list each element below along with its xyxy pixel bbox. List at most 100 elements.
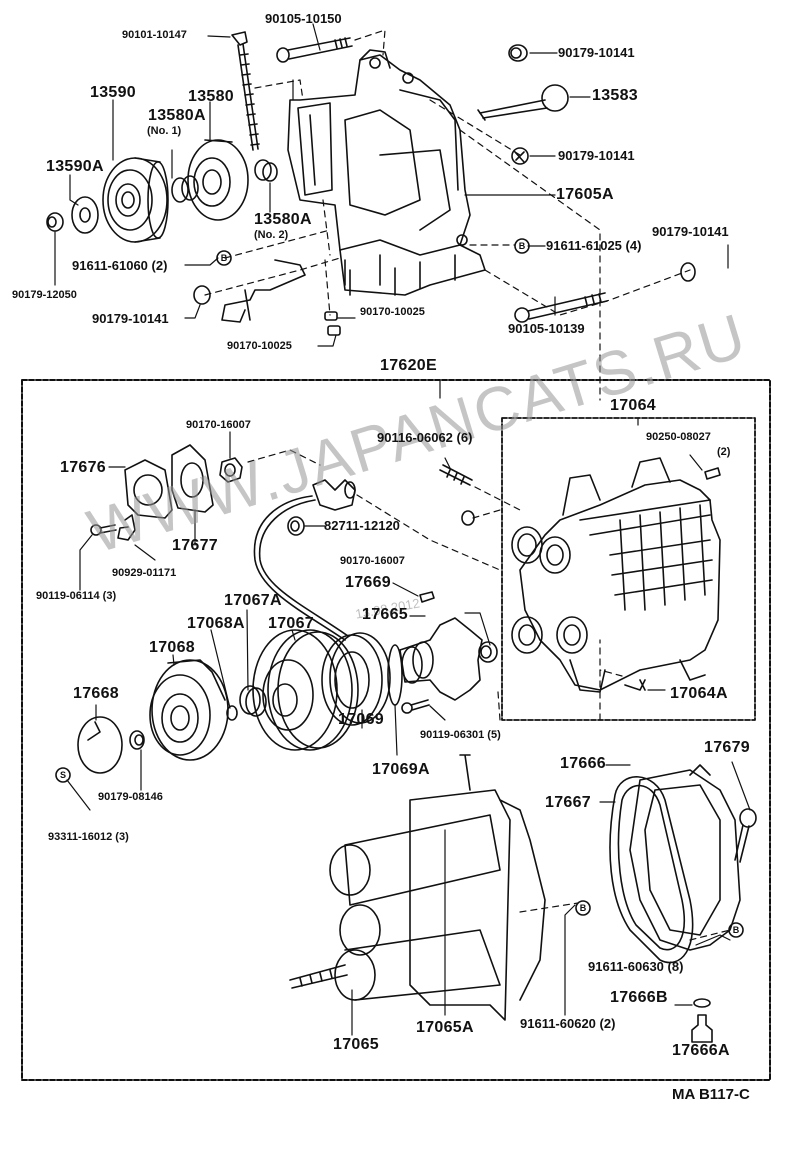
label-90170-16007-mid: 90170-16007 (340, 555, 405, 567)
spacer-13580a-no2 (254, 159, 278, 182)
plug-17666a (691, 1014, 713, 1043)
callout-b-3: B (580, 903, 587, 913)
label-17069a: 17069A (372, 761, 430, 778)
bolt-13583 (477, 84, 569, 121)
coil-17069 (321, 632, 391, 726)
label-90116-06062: 90116-06062 (6) (377, 430, 473, 445)
clamp-90929-01171 (117, 514, 136, 541)
nut-90170-16007-top (219, 457, 243, 483)
screw-90119-06301 (401, 699, 430, 714)
label-91611-61060: 91611-61060 (2) (72, 258, 168, 273)
nut-90179-08146 (129, 730, 145, 750)
label-17668: 17668 (73, 685, 119, 702)
label-90179-10141-top: 90179-10141 (558, 45, 635, 60)
front-housing-17665 (399, 617, 483, 701)
label-90170-10025-b: 90170-10025 (227, 340, 292, 352)
cap-17668 (77, 716, 123, 774)
nut-90179-10141-mid (511, 147, 529, 165)
label-90170-16007-top: 90170-16007 (186, 419, 251, 431)
label-17068: 17068 (149, 639, 195, 656)
label-17068a: 17068A (187, 615, 245, 632)
gear-cover-17666 (629, 764, 741, 951)
label-13580a-no2: 13580A (254, 211, 312, 228)
assembly-box-17064 (501, 417, 756, 721)
nut-90179-12050 (46, 212, 64, 232)
label-13580a-no2-note: (No. 2) (254, 229, 289, 241)
label-13590: 13590 (90, 84, 136, 101)
wire-harness (253, 479, 356, 641)
assembly-lines-inner (247, 449, 731, 941)
leader-lines (54, 23, 751, 1043)
label-17669: 17669 (345, 574, 391, 591)
bolt-90105-10139 (514, 292, 608, 323)
housing-17064 (511, 457, 721, 693)
label-13580a-no1-note: (No. 1) (147, 125, 182, 137)
screw-90119-06114 (90, 524, 117, 536)
gasket-17666b (693, 998, 711, 1008)
label-17067a: 17067A (224, 592, 282, 609)
label-93311-16012: 93311-16012 (3) (48, 831, 129, 843)
callout-b-4: B (733, 925, 740, 935)
label-90105-10150: 90105-10150 (265, 11, 342, 26)
label-91611-60630: 91611-60630 (8) (588, 959, 684, 974)
label-90105-10139: 90105-10139 (508, 321, 585, 336)
label-17677: 17677 (172, 537, 218, 554)
label-90101-10147: 90101-10147 (122, 29, 187, 41)
gasket-17677 (171, 444, 214, 513)
pulley-17067 (252, 629, 359, 751)
cover-17676 (124, 459, 173, 519)
nut-90179-10141-left (193, 285, 211, 305)
spacer-13580a-no1 (171, 175, 199, 203)
label-17620e: 17620E (380, 357, 437, 374)
nut-90179-10141-right (680, 262, 696, 282)
pulley-13580 (187, 139, 249, 221)
bracket-17605a (287, 49, 486, 296)
washer-13590a (71, 196, 99, 234)
label-90179-10141-right: 90179-10141 (652, 224, 729, 239)
label-90179-08146: 90179-08146 (98, 791, 163, 803)
label-90170-10025-a: 90170-10025 (360, 306, 425, 318)
label-90250-08027-qty: (2) (717, 446, 731, 458)
label-17666: 17666 (560, 755, 606, 772)
nut-90179-10141-top (508, 44, 528, 62)
bolt-90105-10150 (276, 37, 353, 63)
label-91611-61025: 91611-61025 (4) (546, 238, 642, 253)
label-82711-12120: 82711-12120 (324, 518, 400, 533)
pin-17064a (624, 679, 646, 691)
diagram-code: MA B117-C (672, 1086, 750, 1103)
clip-90170-10025 (324, 311, 341, 336)
assembly-lines-top (204, 29, 691, 401)
label-17665: 17665 (362, 606, 408, 623)
label-17667: 17667 (545, 794, 591, 811)
callout-b-1: B (221, 253, 228, 263)
label-90179-12050: 90179-12050 (12, 289, 77, 301)
bolt-90101-10147 (231, 31, 260, 151)
label-17679: 17679 (704, 739, 750, 756)
rotor-17065 (289, 814, 501, 1001)
pin-90250-08027 (704, 467, 721, 480)
label-17666a: 17666A (672, 1042, 730, 1059)
label-91611-60620: 91611-60620 (2) (520, 1016, 616, 1031)
plate-17068 (149, 659, 229, 761)
nut-82711-12120 (287, 516, 305, 536)
nut-90170-16007-mid (478, 641, 498, 663)
bracket-small (221, 259, 306, 323)
plate-17065a (409, 754, 546, 1021)
label-17605a: 17605A (556, 186, 614, 203)
stud-90116-06062 (439, 464, 473, 486)
label-13583: 13583 (592, 87, 638, 104)
label-17067: 17067 (268, 615, 314, 632)
callout-s: S (60, 770, 66, 780)
label-13580: 13580 (188, 88, 234, 105)
assembly-box-17620e (21, 379, 771, 1081)
callout-circles (55, 238, 744, 938)
shim-17068a (226, 705, 238, 721)
label-17676: 17676 (60, 459, 106, 476)
ring-17067a (239, 685, 267, 717)
callout-b-2: B (519, 241, 526, 251)
label-90929-01171: 90929-01171 (112, 567, 177, 579)
label-90119-06114: 90119-06114 (3) (36, 590, 117, 602)
label-90119-06301: 90119-06301 (5) (420, 729, 501, 741)
label-17069: 17069 (338, 711, 384, 728)
